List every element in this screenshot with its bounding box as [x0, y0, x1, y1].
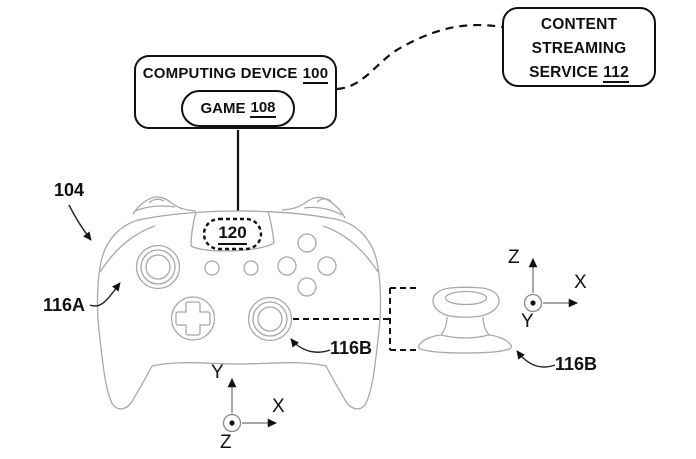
computing-device-label: COMPUTING DEVICE — [142, 65, 298, 82]
streaming-service-ref: 112 — [603, 64, 629, 83]
controller-axes — [222, 378, 277, 433]
left-analog-stick — [135, 244, 181, 290]
streaming-line-1: CONTENT — [540, 16, 618, 33]
right-bumper-crease — [303, 206, 343, 216]
thumbstick-base-left — [417, 334, 442, 351]
reference-leaders — [68, 204, 556, 368]
left-bumper-crease — [134, 205, 176, 212]
thumbstick-axis-origin-dot — [530, 300, 536, 306]
home-button-ref-label: 120 — [204, 219, 261, 249]
game-label: GAME — [200, 100, 246, 117]
controller-axis-z-label: Z — [220, 432, 232, 453]
thumbstick-stem-left — [440, 316, 448, 336]
game-ref: 108 — [250, 99, 276, 118]
leader-116B-thumbstick — [516, 350, 556, 368]
view-button-icon — [204, 260, 220, 276]
left-bumper-tip — [148, 198, 165, 204]
device-to-streaming-dashed-link — [336, 23, 503, 91]
thumbstick-base-right — [488, 334, 513, 351]
menu-button-icon — [243, 260, 259, 276]
controller-axis-x-label: X — [272, 396, 285, 417]
thumbstick-axes — [523, 258, 578, 313]
right-bumper-tip — [316, 198, 332, 203]
center-panel-left-edge — [190, 211, 197, 247]
leader-104 — [68, 204, 92, 241]
thumbstick-callout — [293, 287, 416, 351]
home-button-dashed-outline — [202, 217, 263, 251]
game-controller-drawing — [96, 196, 382, 410]
center-panel-bottom-edge — [190, 242, 275, 252]
right-bumper-icon — [281, 196, 346, 219]
thumbstick-cap — [432, 286, 500, 318]
dpad — [170, 296, 216, 341]
controller-axis-origin-dot — [229, 420, 235, 426]
right-analog-stick — [247, 296, 293, 342]
left-stick-ref-label: 116A — [43, 295, 86, 315]
thumbstick-drawing — [417, 286, 513, 354]
thumbstick-axis-x-label: X — [574, 272, 587, 293]
right-shoulder-seam — [322, 225, 379, 273]
face-buttons — [277, 233, 337, 297]
thumbstick-axis-z-label: Z — [508, 247, 520, 268]
thumbstick-base-bottom — [423, 349, 507, 354]
thumbstick-stem-right — [482, 316, 490, 336]
streaming-service-label: SERVICE — [529, 64, 599, 81]
left-shoulder-seam — [99, 225, 156, 273]
thumbstick-ref-label: 116B — [555, 354, 598, 374]
thumbstick-base-junction — [440, 334, 490, 339]
leader-116A — [89, 282, 121, 307]
center-panel-right-edge — [267, 210, 275, 244]
leader-116B-controller — [290, 338, 331, 353]
left-bumper-icon — [132, 196, 197, 215]
controller-axis-y-label: Y — [211, 362, 224, 383]
computing-device-ref: 100 — [302, 65, 329, 84]
thumbstick-axis-y-label: Y — [521, 311, 534, 332]
right-stick-ref-label: 116B — [330, 338, 373, 358]
thumbstick-cap-dish — [444, 290, 488, 306]
streaming-line-2: STREAMING — [531, 40, 627, 57]
controller-ref-label: 104 — [54, 180, 85, 200]
